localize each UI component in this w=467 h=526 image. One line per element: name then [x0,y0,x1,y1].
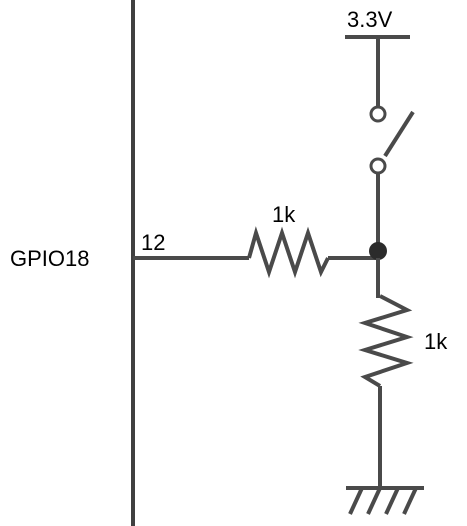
ground-symbol [346,486,424,515]
series-resistor [247,226,330,279]
supply-voltage-label: 3.3V [347,7,393,32]
pulldown-resistor-label: 1k [424,329,448,354]
series-resistor-label: 1k [272,202,296,227]
gpio-pin-number: 12 [141,230,165,255]
pulldown-resistor [358,294,414,388]
junction-dot [369,242,387,260]
switch-bottom-terminal [369,157,387,175]
gpio-pin-name: GPIO18 [10,246,89,271]
switch-top-terminal [369,105,387,123]
junction-to-pulldown-wire [376,258,380,298]
switch-lever [383,110,415,158]
